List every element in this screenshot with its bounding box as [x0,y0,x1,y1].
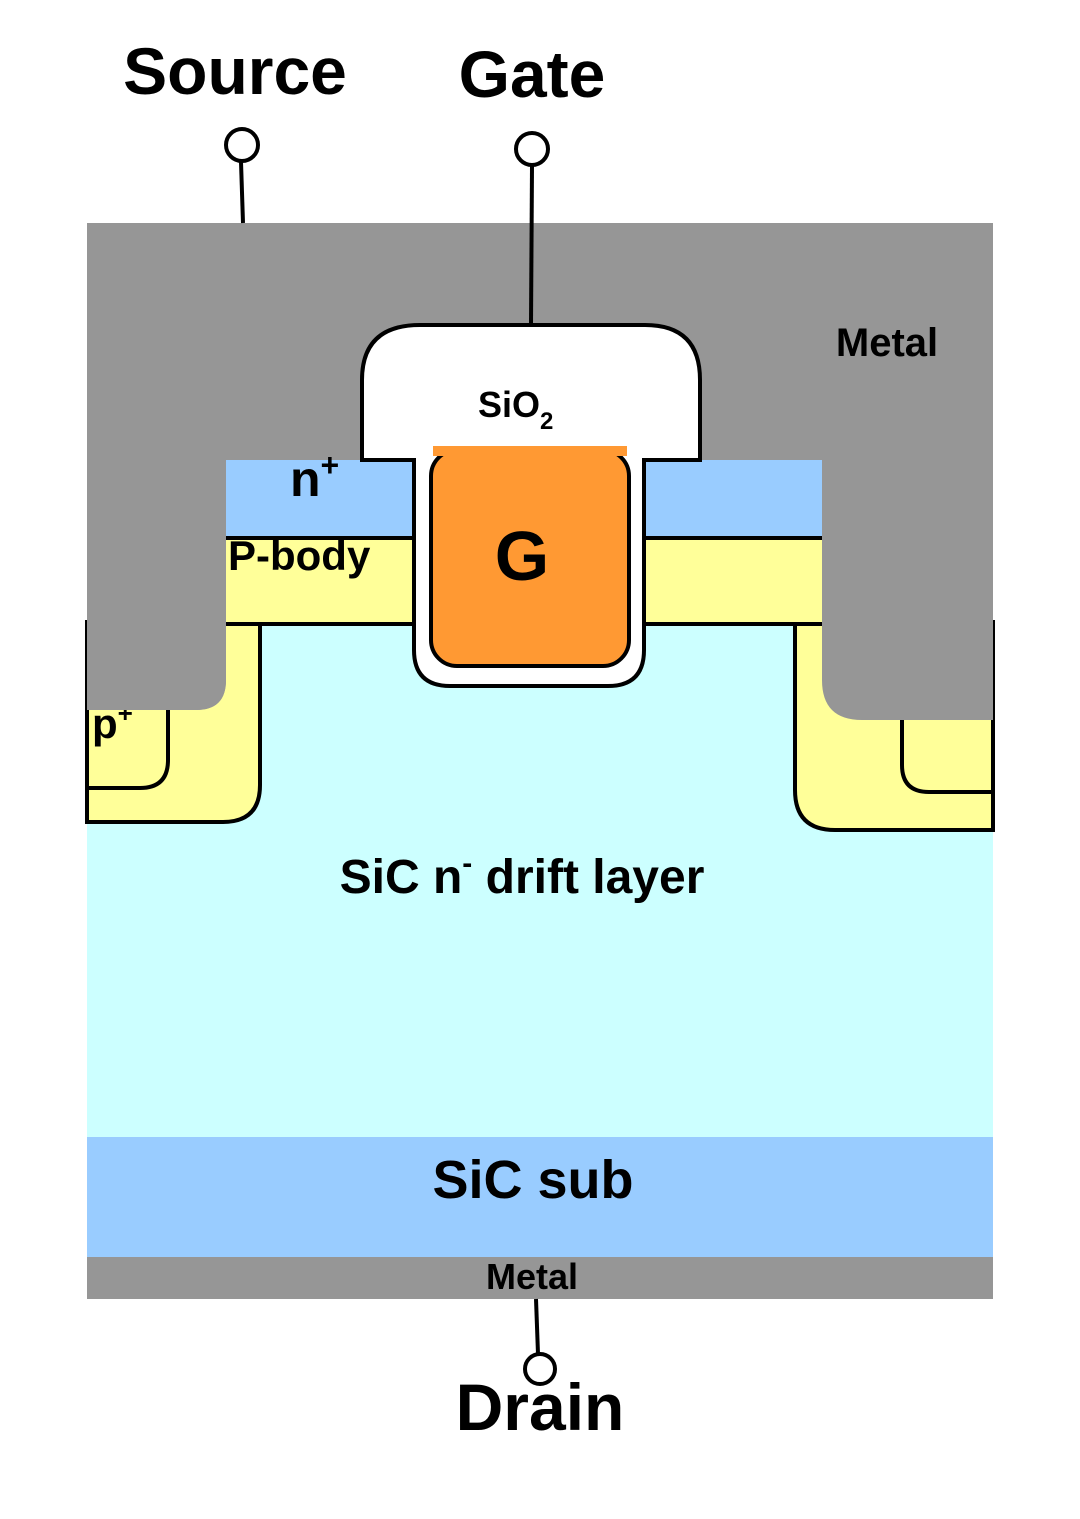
gate-electrode-top-fill [433,446,627,456]
left-n-plus [226,460,414,538]
top-metal-label: Metal [836,321,938,365]
top-metal-overlap [87,600,226,710]
drift-layer-label: SiC n- drift layer [340,847,705,904]
top-metal [87,223,993,720]
right-n-plus [644,460,822,538]
oxide-label-subscript: 2 [540,408,553,435]
oxide-label: SiO2 [478,384,553,435]
drift-label-sup: - [462,847,472,880]
n-plus-label-sup: + [321,447,340,483]
substrate-label: SiC sub [432,1150,633,1210]
left-p-body [226,538,414,624]
drain-label: Drain [456,1370,625,1444]
drain-terminal-icon [523,1352,557,1386]
bottom-metal [87,1257,993,1299]
gate-electrode-label: G [495,517,549,595]
source-terminal-icon [224,127,260,163]
substrate-layer [87,1137,993,1259]
gate-label: Gate [459,37,606,111]
drift-label-suffix: drift layer [472,851,704,904]
drain-wire [534,1298,540,1355]
right-p-body [644,538,822,624]
n-plus-label: n+ [290,447,339,507]
bottom-metal-label: Metal [486,1256,578,1297]
p-body-label: P-body [228,532,371,579]
source-wire [239,161,245,224]
n-plus-label-main: n [290,451,321,507]
gate-terminal-icon [514,131,550,167]
oxide-label-main: SiO [478,384,540,425]
gate-wire [529,165,534,326]
drift-label-main: SiC n [340,851,463,904]
source-label: Source [123,34,347,108]
